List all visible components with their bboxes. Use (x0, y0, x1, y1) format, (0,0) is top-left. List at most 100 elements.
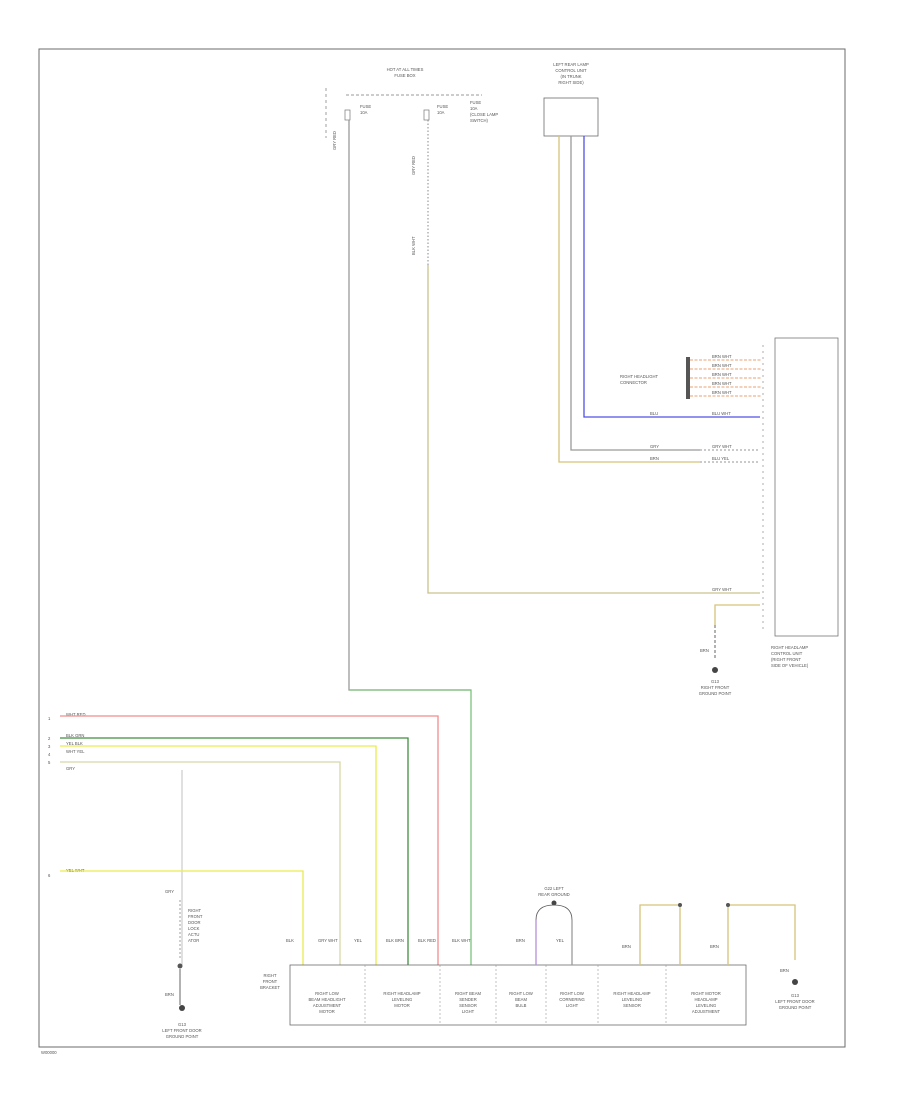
component-1-label-1: RIGHT LOW (315, 991, 339, 996)
right-fuse-icon (423, 109, 430, 121)
right-fuse-label-2: 10A (437, 110, 445, 115)
component-3-label-2: SENDER (459, 997, 476, 1002)
module-pin-label-8: BLU YEL (712, 456, 730, 461)
bottom-wire-label-8: YEL (556, 938, 565, 943)
bottom-wire-label-9: BRN (622, 944, 631, 949)
lower-left-pin: 6 (48, 873, 51, 878)
left-switch-label-4: LOCK (188, 926, 200, 931)
left-switch-wire-label: GRY (165, 889, 174, 894)
component-3-label-1: RIGHT BEAM (455, 991, 481, 996)
top-right-label-4: RIGHT SIDE) (558, 80, 584, 85)
left-fuse-label-2: 10A (360, 110, 368, 115)
bottom-wire-label-7: BRN (516, 938, 525, 943)
top-right-label-2: CONTROL UNIT (555, 68, 587, 73)
harness-wire-label-4: WHT YEL (66, 749, 85, 754)
component-2-label-3: MOTOR (394, 1003, 410, 1008)
left-fuse-wire (348, 120, 471, 691)
right-module-label-4: SIDE OF VEHICLE) (771, 663, 809, 668)
orange-pin-group: BRN WHT BRN WHT BRN WHT BRN WHT BRN WHT … (620, 354, 762, 399)
far-right-ground-label-1: G13 (791, 993, 800, 998)
harness-wire-3 (60, 745, 377, 965)
left-harness: 1 2 3 4 5 WHT RED BLK GRN YEL BLK WHT YE… (48, 712, 439, 965)
top-right-box (543, 97, 599, 137)
component-5-label-1: RIGHT LOW (560, 991, 584, 996)
component-6-label-1: RIGHT HEADLAMP (613, 991, 650, 996)
top-connector-title-1: HOT AT ALL TIMES (387, 67, 424, 72)
component-7-label-4: ADJUSTMENT (692, 1009, 721, 1014)
right-bracket-wire-2 (727, 904, 796, 965)
top-ground-label-2: REAR GROUND (538, 892, 569, 897)
bottom-wire-label-2: GRY WHT (318, 938, 338, 943)
harness-wire-1 (60, 715, 439, 965)
harness-pin-2: 2 (48, 736, 51, 741)
left-ground-label-2: LEFT FRONT DOOR (162, 1028, 201, 1033)
left-vertical-wire-label: GRY RED (332, 131, 337, 150)
left-ground-label-1: G13 (178, 1022, 187, 1027)
left-switch: GRY RIGHT FRONT DOOR LOCK ACTU ATOR BRN … (162, 889, 203, 1039)
bottom-wire-label-5: BLK RED (418, 938, 436, 943)
left-switch-label-6: ATOR (188, 938, 199, 943)
left-switch-label-3: DOOR (188, 920, 201, 925)
long-wire-label: GRY WHT (712, 587, 732, 592)
right-wire-short-label-1: BLU (650, 411, 658, 416)
top-right-label-1: LEFT REAR LAMP (553, 62, 589, 67)
bottom-right-ground-label-1: G13 (711, 679, 720, 684)
fuse-note-1: FUSE (470, 100, 481, 105)
bottom-connector-label-3: BRACKET (260, 985, 280, 990)
component-4-label-2: BEAM (515, 997, 527, 1002)
harness-wire-label-5: GRY (66, 766, 75, 771)
fuse-note-3: (CLOSE LAMP (470, 112, 498, 117)
top-right-wire-grey (570, 136, 700, 451)
right-wire-short-label-2: GRY (650, 444, 659, 449)
component-1-label-4: MOTOR (319, 1009, 335, 1014)
component-1-label-3: ADJUSTMENT (313, 1003, 342, 1008)
right-wire-label-2: BLK WHT (411, 236, 416, 255)
component-7-label-2: HEADLAMP (694, 997, 717, 1002)
lower-left-wire (60, 870, 304, 965)
component-6-label-2: LEVELING (622, 997, 642, 1002)
module-pin-label-5: BRN WHT (712, 390, 732, 395)
component-4-label-1: RIGHT LOW (509, 991, 533, 996)
right-fuse-wire (427, 265, 760, 594)
left-connector-group-label-2: CONNECTOR (620, 380, 647, 385)
right-module-label-2: CONTROL UNIT (771, 651, 803, 656)
harness-pin-3: 3 (48, 744, 51, 749)
left-switch-label-2: FRONT (188, 914, 203, 919)
switch-contact-icon (177, 963, 183, 969)
far-right-ground: BRN G13 LEFT FRONT DOOR GROUND POINT (775, 968, 814, 1010)
bottom-right-ground-label-3: GROUND POINT (699, 691, 732, 696)
far-right-ground-label-3: GROUND POINT (779, 1005, 812, 1010)
component-2-label-1: RIGHT HEADLAMP (383, 991, 420, 996)
top-ground-bracket: G22 LEFT REAR GROUND (535, 886, 573, 965)
far-right-ground-icon (792, 979, 798, 985)
left-switch-label-5: ACTU (188, 932, 199, 937)
module-pin-label-3: BRN WHT (712, 372, 732, 377)
bottom-connector-label-2: FRONT (263, 979, 278, 984)
left-fuse-label-1: FUSE (360, 104, 371, 109)
right-module: RIGHT HEADLAMP CONTROL UNIT (RIGHT FRONT… (762, 337, 839, 668)
harness-wire-label-3: YEL BLK (66, 741, 83, 746)
left-ground-icon (179, 1005, 185, 1011)
right-wire-label-1: GRY RED (411, 156, 416, 175)
bottom-component-box (289, 964, 747, 1026)
top-right-component: LEFT REAR LAMP CONTROL UNIT (IN TRUNK RI… (543, 62, 599, 137)
harness-wire-2 (60, 737, 409, 965)
component-6-label-3: SENSOR (623, 1003, 641, 1008)
harness-wire-label-1: WHT RED (66, 712, 85, 717)
left-ground-label-3: GROUND POINT (166, 1034, 199, 1039)
component-4-label-3: BULB (516, 1003, 527, 1008)
diagram-frame (38, 48, 846, 1048)
right-fuse-label-1: FUSE (437, 104, 448, 109)
left-fuse-icon (344, 109, 351, 121)
fuse-note-4: SWITCH) (470, 118, 489, 123)
top-right-wire-yellow (558, 136, 700, 463)
right-module-box (774, 337, 839, 637)
page-code: W00000 (41, 1050, 57, 1055)
left-connector-group-label-1: RIGHT HEADLIGHT (620, 374, 659, 379)
far-right-ground-label-2: LEFT FRONT DOOR (775, 999, 814, 1004)
component-7-label-3: LEVELING (696, 1003, 716, 1008)
top-fuse-connector: HOT AT ALL TIMES FUSE BOX FUSE 10A FUSE … (325, 67, 498, 138)
bottom-wire-label-1: BLK (286, 938, 294, 943)
module-pin-label-4: BRN WHT (712, 381, 732, 386)
